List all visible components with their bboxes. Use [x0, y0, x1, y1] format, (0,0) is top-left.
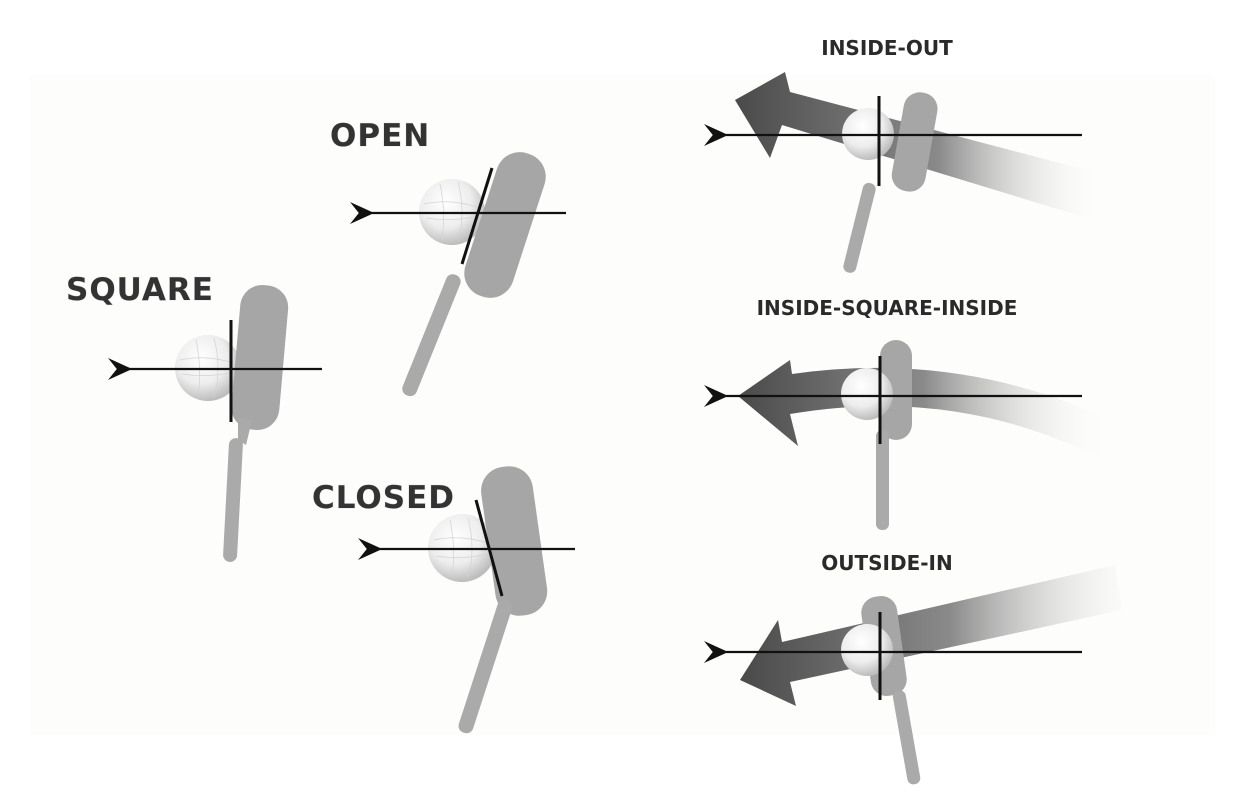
open-label: OPEN	[330, 118, 430, 154]
inside-square-inside-group: INSIDE-SQUARE-INSIDE	[704, 296, 1110, 530]
golf-ball-icon	[841, 368, 893, 420]
swing-path-arrow-icon	[740, 565, 1122, 706]
outside-in-label: OUTSIDE-IN	[821, 551, 952, 575]
square-group: SQUARE	[66, 272, 322, 562]
inside-out-group: INSIDE-OUT	[704, 36, 1105, 273]
square-label: SQUARE	[66, 272, 214, 308]
outside-in-group: OUTSIDE-IN	[704, 551, 1122, 785]
golf-club-icon	[876, 340, 912, 530]
golf-club-icon	[402, 152, 546, 397]
closed-group: CLOSED	[312, 466, 575, 734]
clubface-line	[460, 167, 494, 265]
golf-club-icon	[223, 285, 289, 562]
inside-out-label: INSIDE-OUT	[821, 36, 953, 60]
golf-ball-icon	[841, 624, 893, 676]
golf-club-icon	[458, 466, 548, 734]
golf-club-icon	[843, 92, 938, 273]
open-group: OPEN	[330, 118, 566, 397]
swing-path-arrow-icon	[738, 360, 1110, 462]
inside-square-inside-label: INSIDE-SQUARE-INSIDE	[757, 296, 1018, 320]
closed-label: CLOSED	[312, 480, 455, 516]
